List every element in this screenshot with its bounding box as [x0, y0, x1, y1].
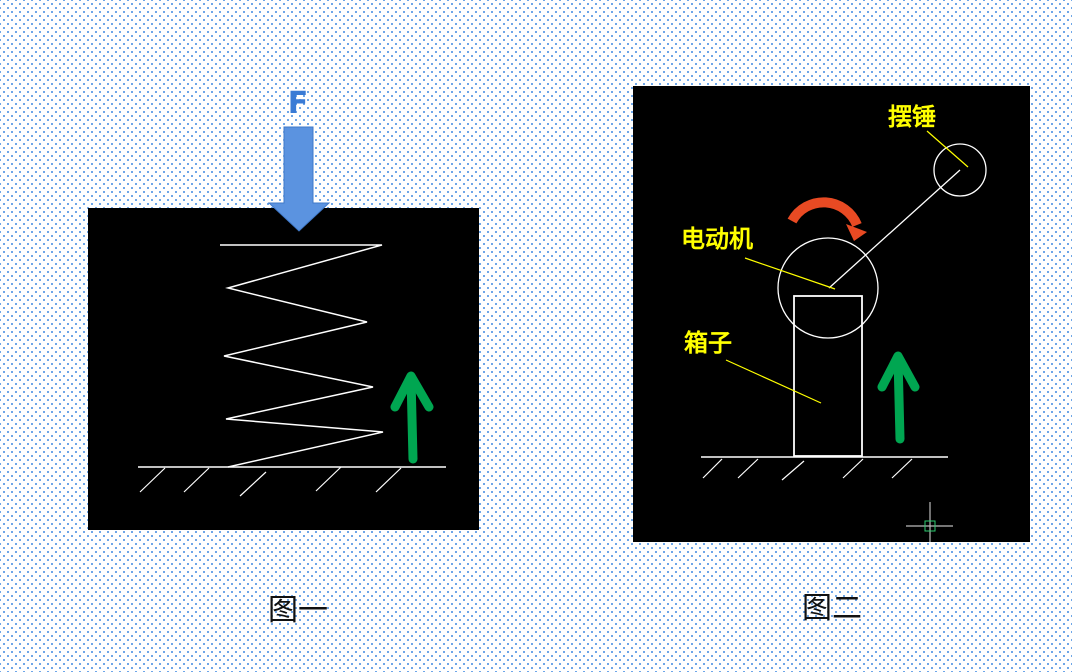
- leader-lines: [725, 130, 969, 404]
- box-label: 箱子: [684, 329, 732, 357]
- ground-hatch: [702, 458, 913, 481]
- rotation-arrow-icon: [787, 197, 867, 241]
- motor: [777, 237, 879, 339]
- motor-label: 电动机: [681, 225, 753, 253]
- upward-arrow-icon: [877, 351, 920, 444]
- pendulum-weight: [933, 143, 987, 197]
- ground-hatch: [139, 466, 402, 497]
- box: [793, 295, 863, 457]
- crosshair-cursor-icon: [906, 502, 953, 542]
- figure-2: 摆锤 电动机 箱子 图二: [633, 86, 1030, 626]
- upward-arrow-icon: [390, 371, 434, 464]
- figure-2-panel: [633, 86, 1030, 542]
- figure-2-caption: 图二: [802, 591, 862, 626]
- figure-1-caption: 图一: [268, 593, 328, 628]
- pendulum-arm: [828, 169, 961, 289]
- figure-1: F 图一: [88, 86, 479, 628]
- force-arrow-icon: [267, 126, 331, 232]
- force-label: F: [288, 86, 309, 121]
- spring: [220, 244, 384, 468]
- pendulum-label: 摆锤: [888, 103, 936, 131]
